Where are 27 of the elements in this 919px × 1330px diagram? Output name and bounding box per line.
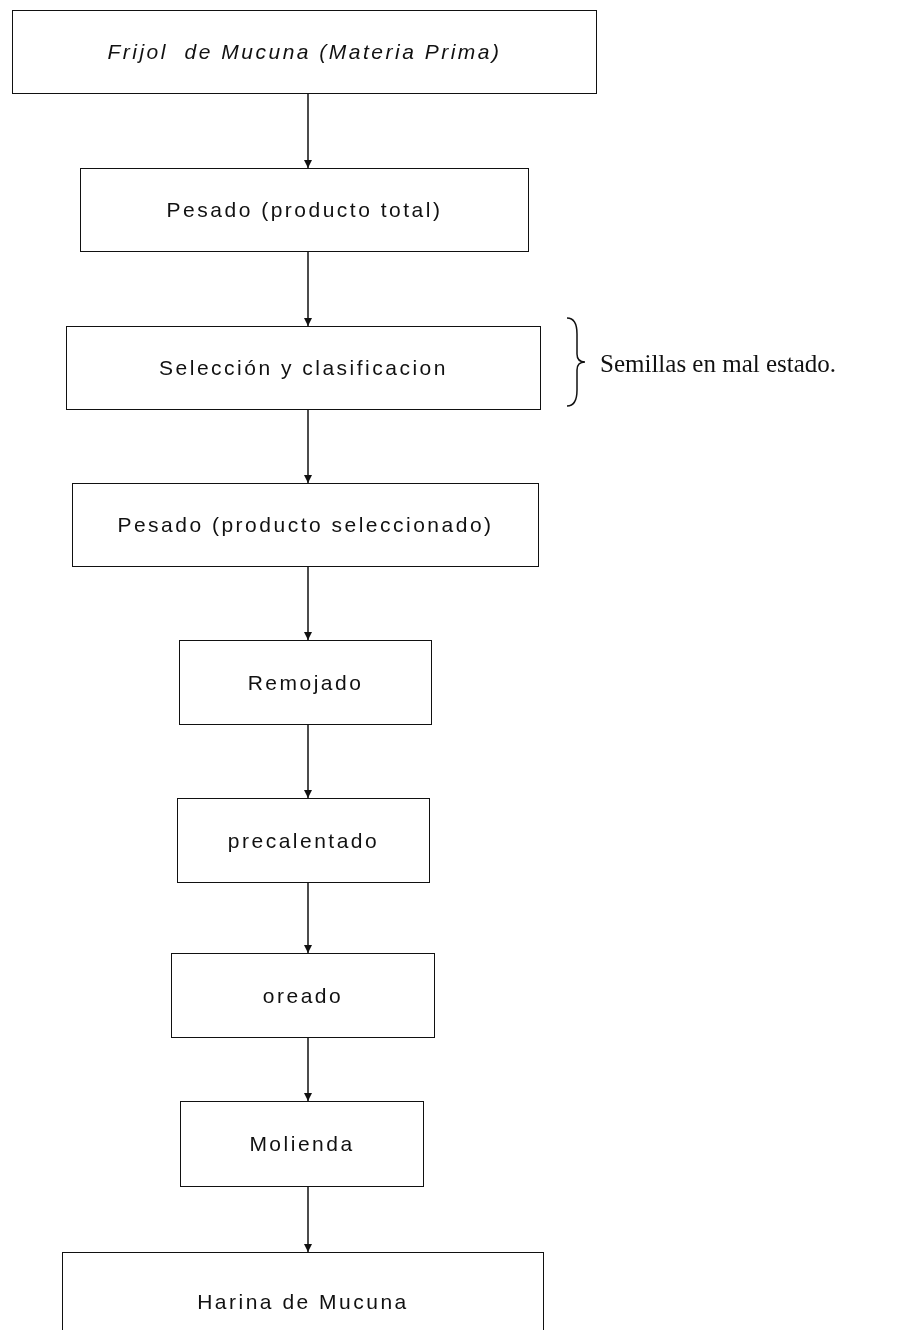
arrow (304, 1037, 312, 1102)
step-label: precalentado (227, 828, 380, 853)
step-label: Selección y clasificacion (159, 356, 448, 380)
step-label: Frijol de Mucuna (Materia Prima) (107, 40, 502, 64)
process-box (12, 10, 597, 94)
step-label: Pesado (producto total) (166, 198, 443, 222)
process-box (62, 1252, 544, 1330)
arrow (304, 409, 312, 484)
step-label: Harina de Mucuna (197, 1290, 409, 1314)
step-label: oreado (262, 983, 344, 1008)
process-box (72, 483, 539, 567)
arrow (304, 93, 312, 169)
arrow (304, 724, 312, 799)
process-box (179, 640, 432, 725)
arrow (304, 1186, 312, 1253)
step-label: Pesado (producto seleccionado) (117, 513, 494, 537)
process-box (66, 326, 541, 410)
note-text: Semillas en mal estado. (600, 350, 837, 378)
arrow (304, 566, 312, 641)
process-box (177, 798, 430, 883)
process-box (80, 168, 529, 252)
process-box (180, 1101, 424, 1187)
arrow (304, 882, 312, 954)
arrow (304, 251, 312, 327)
step-label: Remojado (247, 670, 364, 695)
step-label: Molienda (249, 1132, 355, 1156)
process-box (171, 953, 435, 1038)
